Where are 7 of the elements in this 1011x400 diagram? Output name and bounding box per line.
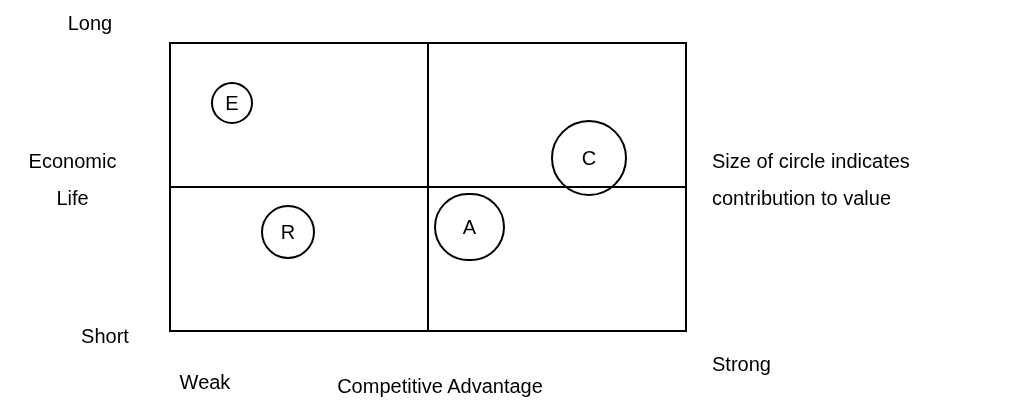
axis-label: Long xyxy=(66,11,114,36)
axis-label: Competitive Advantage xyxy=(336,374,544,399)
axis-label: Strong xyxy=(712,352,772,377)
axis-label: Economic Life xyxy=(27,149,118,211)
axis-label: Size of circle indicates contribution to value xyxy=(712,149,911,211)
axis-label: Weak xyxy=(178,370,232,395)
axis-label: Short xyxy=(80,324,130,349)
